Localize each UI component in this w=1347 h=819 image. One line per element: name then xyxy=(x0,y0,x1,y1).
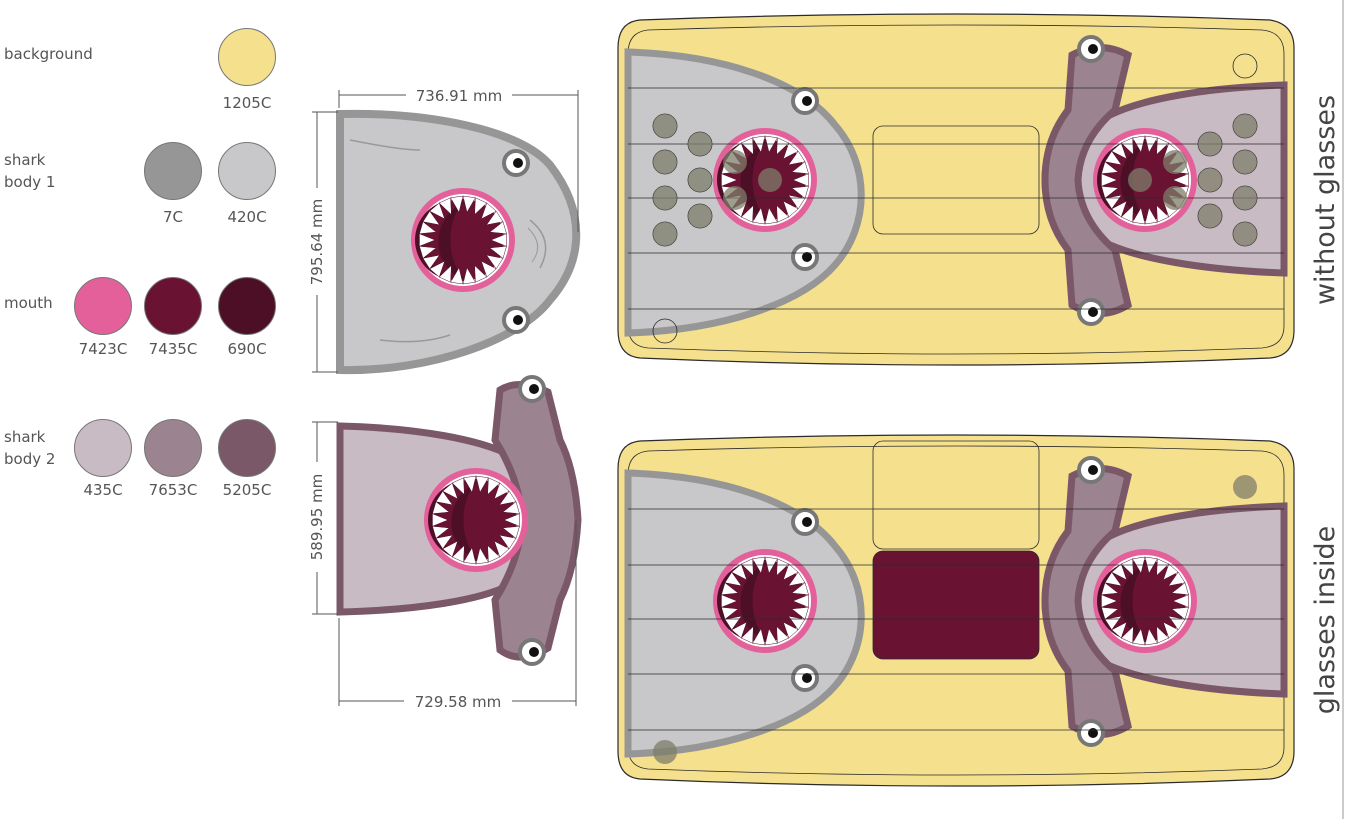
glass-slot xyxy=(1233,222,1257,246)
eye-icon xyxy=(502,149,530,177)
glass-slot xyxy=(1128,168,1152,192)
eye-icon xyxy=(1077,35,1105,63)
shark-1-drawing: 736.91 mm 795.64 mm xyxy=(308,87,581,375)
glass-slot xyxy=(1198,204,1222,228)
glass-tray-filled xyxy=(872,550,1040,660)
hammerhead-head xyxy=(1041,44,1133,317)
dimension-width-2: 729.58 mm xyxy=(415,693,501,711)
hammerhead-head xyxy=(1041,465,1133,738)
glass-slot xyxy=(1198,132,1222,156)
board-label-top: without glasses xyxy=(1310,95,1341,305)
eye-icon xyxy=(791,243,819,271)
swatch-5205c xyxy=(218,419,276,477)
glass-slot xyxy=(723,150,747,174)
glass-slot xyxy=(1233,114,1257,138)
swatch-7435c xyxy=(144,277,202,335)
swatch-code: 7C xyxy=(162,208,184,226)
swatch-code: 420C xyxy=(227,208,267,226)
glass-slot xyxy=(688,168,712,192)
shark-2-drawing: 589.95 mm 729.58 mm xyxy=(308,375,582,711)
dimension-height-1: 795.64 mm xyxy=(308,199,326,285)
glass-slot xyxy=(1232,53,1258,79)
glass-slot xyxy=(652,318,678,344)
glass-slot xyxy=(1163,150,1187,174)
glass-slot xyxy=(653,186,677,210)
eye-icon xyxy=(518,375,546,403)
swatch-420c xyxy=(218,142,276,200)
swatch-690c xyxy=(218,277,276,335)
eye-icon xyxy=(1077,719,1105,747)
glass-tray xyxy=(872,125,1040,235)
eye-icon xyxy=(791,664,819,692)
legend-label-shark-body-2: shark body 2 xyxy=(4,428,56,468)
swatch-code: 7423C xyxy=(78,340,128,358)
table-inner-edge xyxy=(627,24,1285,355)
eye-icon xyxy=(791,87,819,115)
swatch-code: 5205C xyxy=(222,481,272,499)
legend-label-mouth: mouth xyxy=(4,294,53,312)
swatch-1205c xyxy=(218,28,276,86)
glass-slot xyxy=(688,132,712,156)
glass-slot xyxy=(653,740,677,764)
legend-label-shark-body-1: shark body 1 xyxy=(4,151,56,191)
dimension-height-2: 589.95 mm xyxy=(308,474,326,560)
swatch-code: 7435C xyxy=(148,340,198,358)
swatch-code: 1205C xyxy=(222,94,272,112)
glass-tray-empty xyxy=(872,440,1040,550)
swatch-7c xyxy=(144,142,202,200)
swatch-code: 7653C xyxy=(148,481,198,499)
shark-mouth xyxy=(410,187,516,293)
eye-icon xyxy=(518,638,546,666)
board-glasses-inside xyxy=(617,114,1295,787)
shark-mouth xyxy=(423,467,529,573)
eye-icon xyxy=(502,306,530,334)
glass-slot xyxy=(1233,186,1257,210)
board-label-bottom: glasses inside xyxy=(1310,526,1341,715)
glass-slot xyxy=(723,186,747,210)
board-without-glasses xyxy=(617,13,1295,366)
swatch-7653c xyxy=(144,419,202,477)
glass-slot xyxy=(1163,186,1187,210)
dimension-width-1: 736.91 mm xyxy=(416,87,502,105)
eye-icon xyxy=(791,508,819,536)
glass-slot xyxy=(758,168,782,192)
swatch-7423c xyxy=(74,277,132,335)
swatch-code: 435C xyxy=(83,481,123,499)
swatch-435c xyxy=(74,419,132,477)
glass-slot xyxy=(1233,475,1257,499)
eye-icon xyxy=(1077,456,1105,484)
glass-slot xyxy=(653,114,677,138)
glass-slot xyxy=(1198,168,1222,192)
legend-label-background: background xyxy=(4,45,93,63)
glass-slot xyxy=(653,222,677,246)
glass-slot xyxy=(653,150,677,174)
swatch-code: 690C xyxy=(227,340,267,358)
glass-slot xyxy=(1233,150,1257,174)
eye-icon xyxy=(1077,298,1105,326)
table-inner-edge xyxy=(627,445,1285,776)
glass-slot xyxy=(688,204,712,228)
